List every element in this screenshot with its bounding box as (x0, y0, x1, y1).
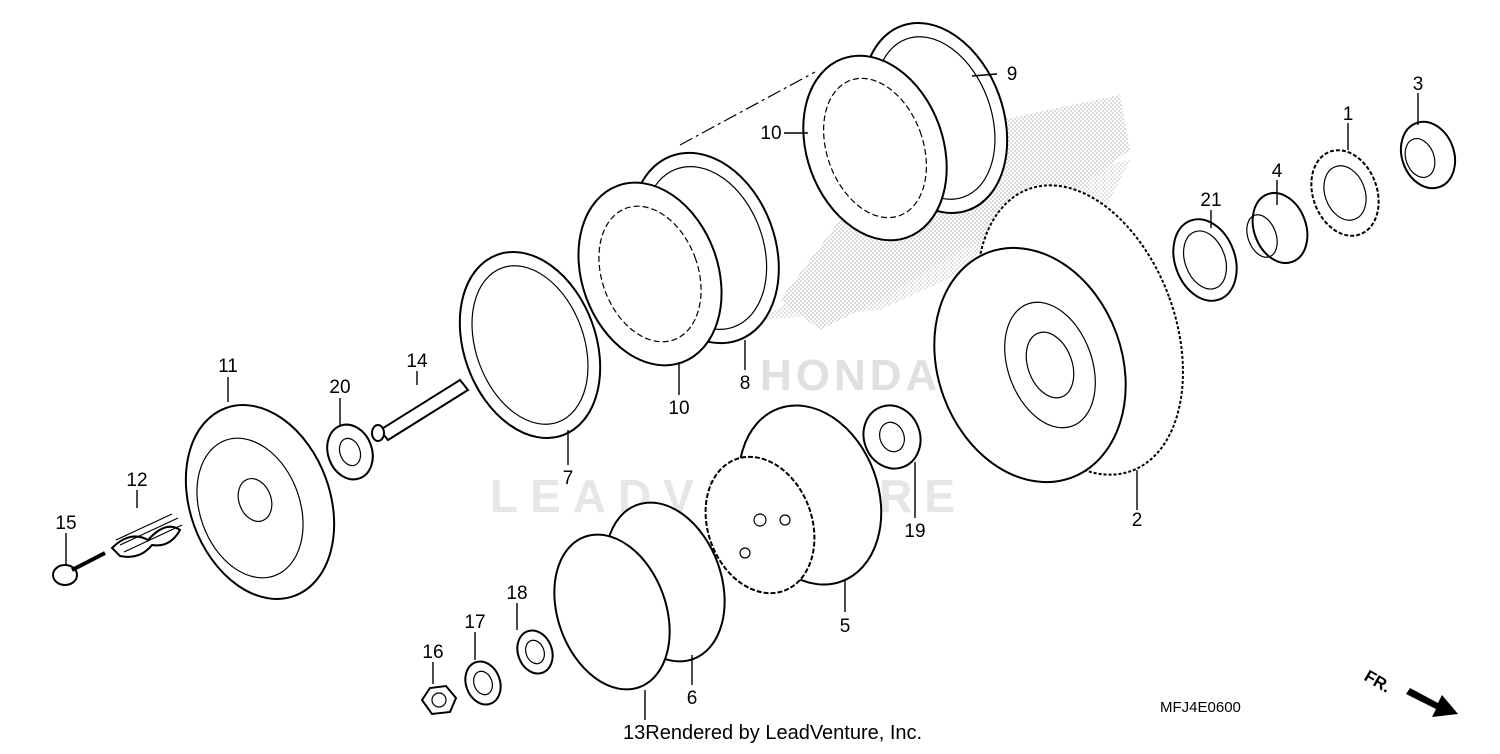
part-21-needle-bearing (1172, 218, 1238, 302)
part-19-washer (862, 404, 922, 470)
part-4-collar (1246, 192, 1309, 264)
part-14-lifter-rod (371, 378, 470, 442)
callout-1: 1 (1343, 104, 1354, 125)
callout-21: 21 (1200, 190, 1221, 211)
callout-2: 2 (1132, 510, 1143, 531)
callout-19: 19 (904, 521, 925, 542)
footer-caption: 13Rendered by LeadVenture, Inc. (623, 722, 922, 744)
callout-11: 11 (218, 356, 238, 377)
callout-6: 6 (687, 688, 698, 709)
part-18-washer (516, 629, 554, 675)
part-13-ring (553, 533, 671, 691)
callout-9: 9 (1007, 64, 1018, 85)
part-1-spline-washer (1310, 149, 1380, 237)
callout-7: 7 (563, 468, 574, 489)
part-20-bearing (326, 423, 374, 481)
drawing-code: MFJ4E0600 (1160, 699, 1241, 716)
callout-13: 13 (623, 722, 645, 744)
callout-14: 14 (406, 351, 428, 372)
callout-18: 18 (506, 583, 527, 604)
callout-10-mid: 10 (668, 398, 689, 419)
callout-16: 16 (422, 642, 443, 663)
part-17-washer (464, 660, 502, 706)
callout-3: 3 (1413, 74, 1424, 95)
part-2-clutch-outer (933, 184, 1184, 484)
footer-text: Rendered by LeadVenture, Inc. (645, 722, 922, 744)
part-15-bolt (52, 551, 106, 586)
part-10-clutch-plate-top (802, 54, 948, 242)
part-5-clutch-center (704, 404, 883, 595)
arrow-icon (1406, 688, 1458, 717)
callout-4: 4 (1272, 161, 1283, 182)
part-10-clutch-plate-mid (577, 181, 723, 367)
callout-8: 8 (740, 373, 751, 394)
part-11-pressure-plate (184, 404, 336, 600)
callout-17: 17 (464, 612, 485, 633)
direction-label: FR. (1361, 666, 1394, 696)
part-7-friction-disc (458, 251, 602, 439)
part-12-spring (110, 513, 183, 558)
alignment-line (679, 71, 816, 146)
callout-numbers: 1 2 3 4 5 6 7 8 9 10 10 11 12 14 15 16 1… (55, 64, 1423, 709)
part-3-bushing (1399, 120, 1457, 190)
callout-10-top: 10 (760, 123, 781, 144)
watermark-honda-text: HONDA (760, 351, 941, 400)
front-direction-indicator: FR. (1361, 666, 1458, 717)
callout-15: 15 (55, 513, 76, 534)
callout-12: 12 (126, 470, 147, 491)
callout-20: 20 (329, 377, 350, 398)
part-16-nut (420, 684, 458, 716)
leader-lines (65, 73, 1419, 720)
callout-5: 5 (840, 616, 851, 637)
